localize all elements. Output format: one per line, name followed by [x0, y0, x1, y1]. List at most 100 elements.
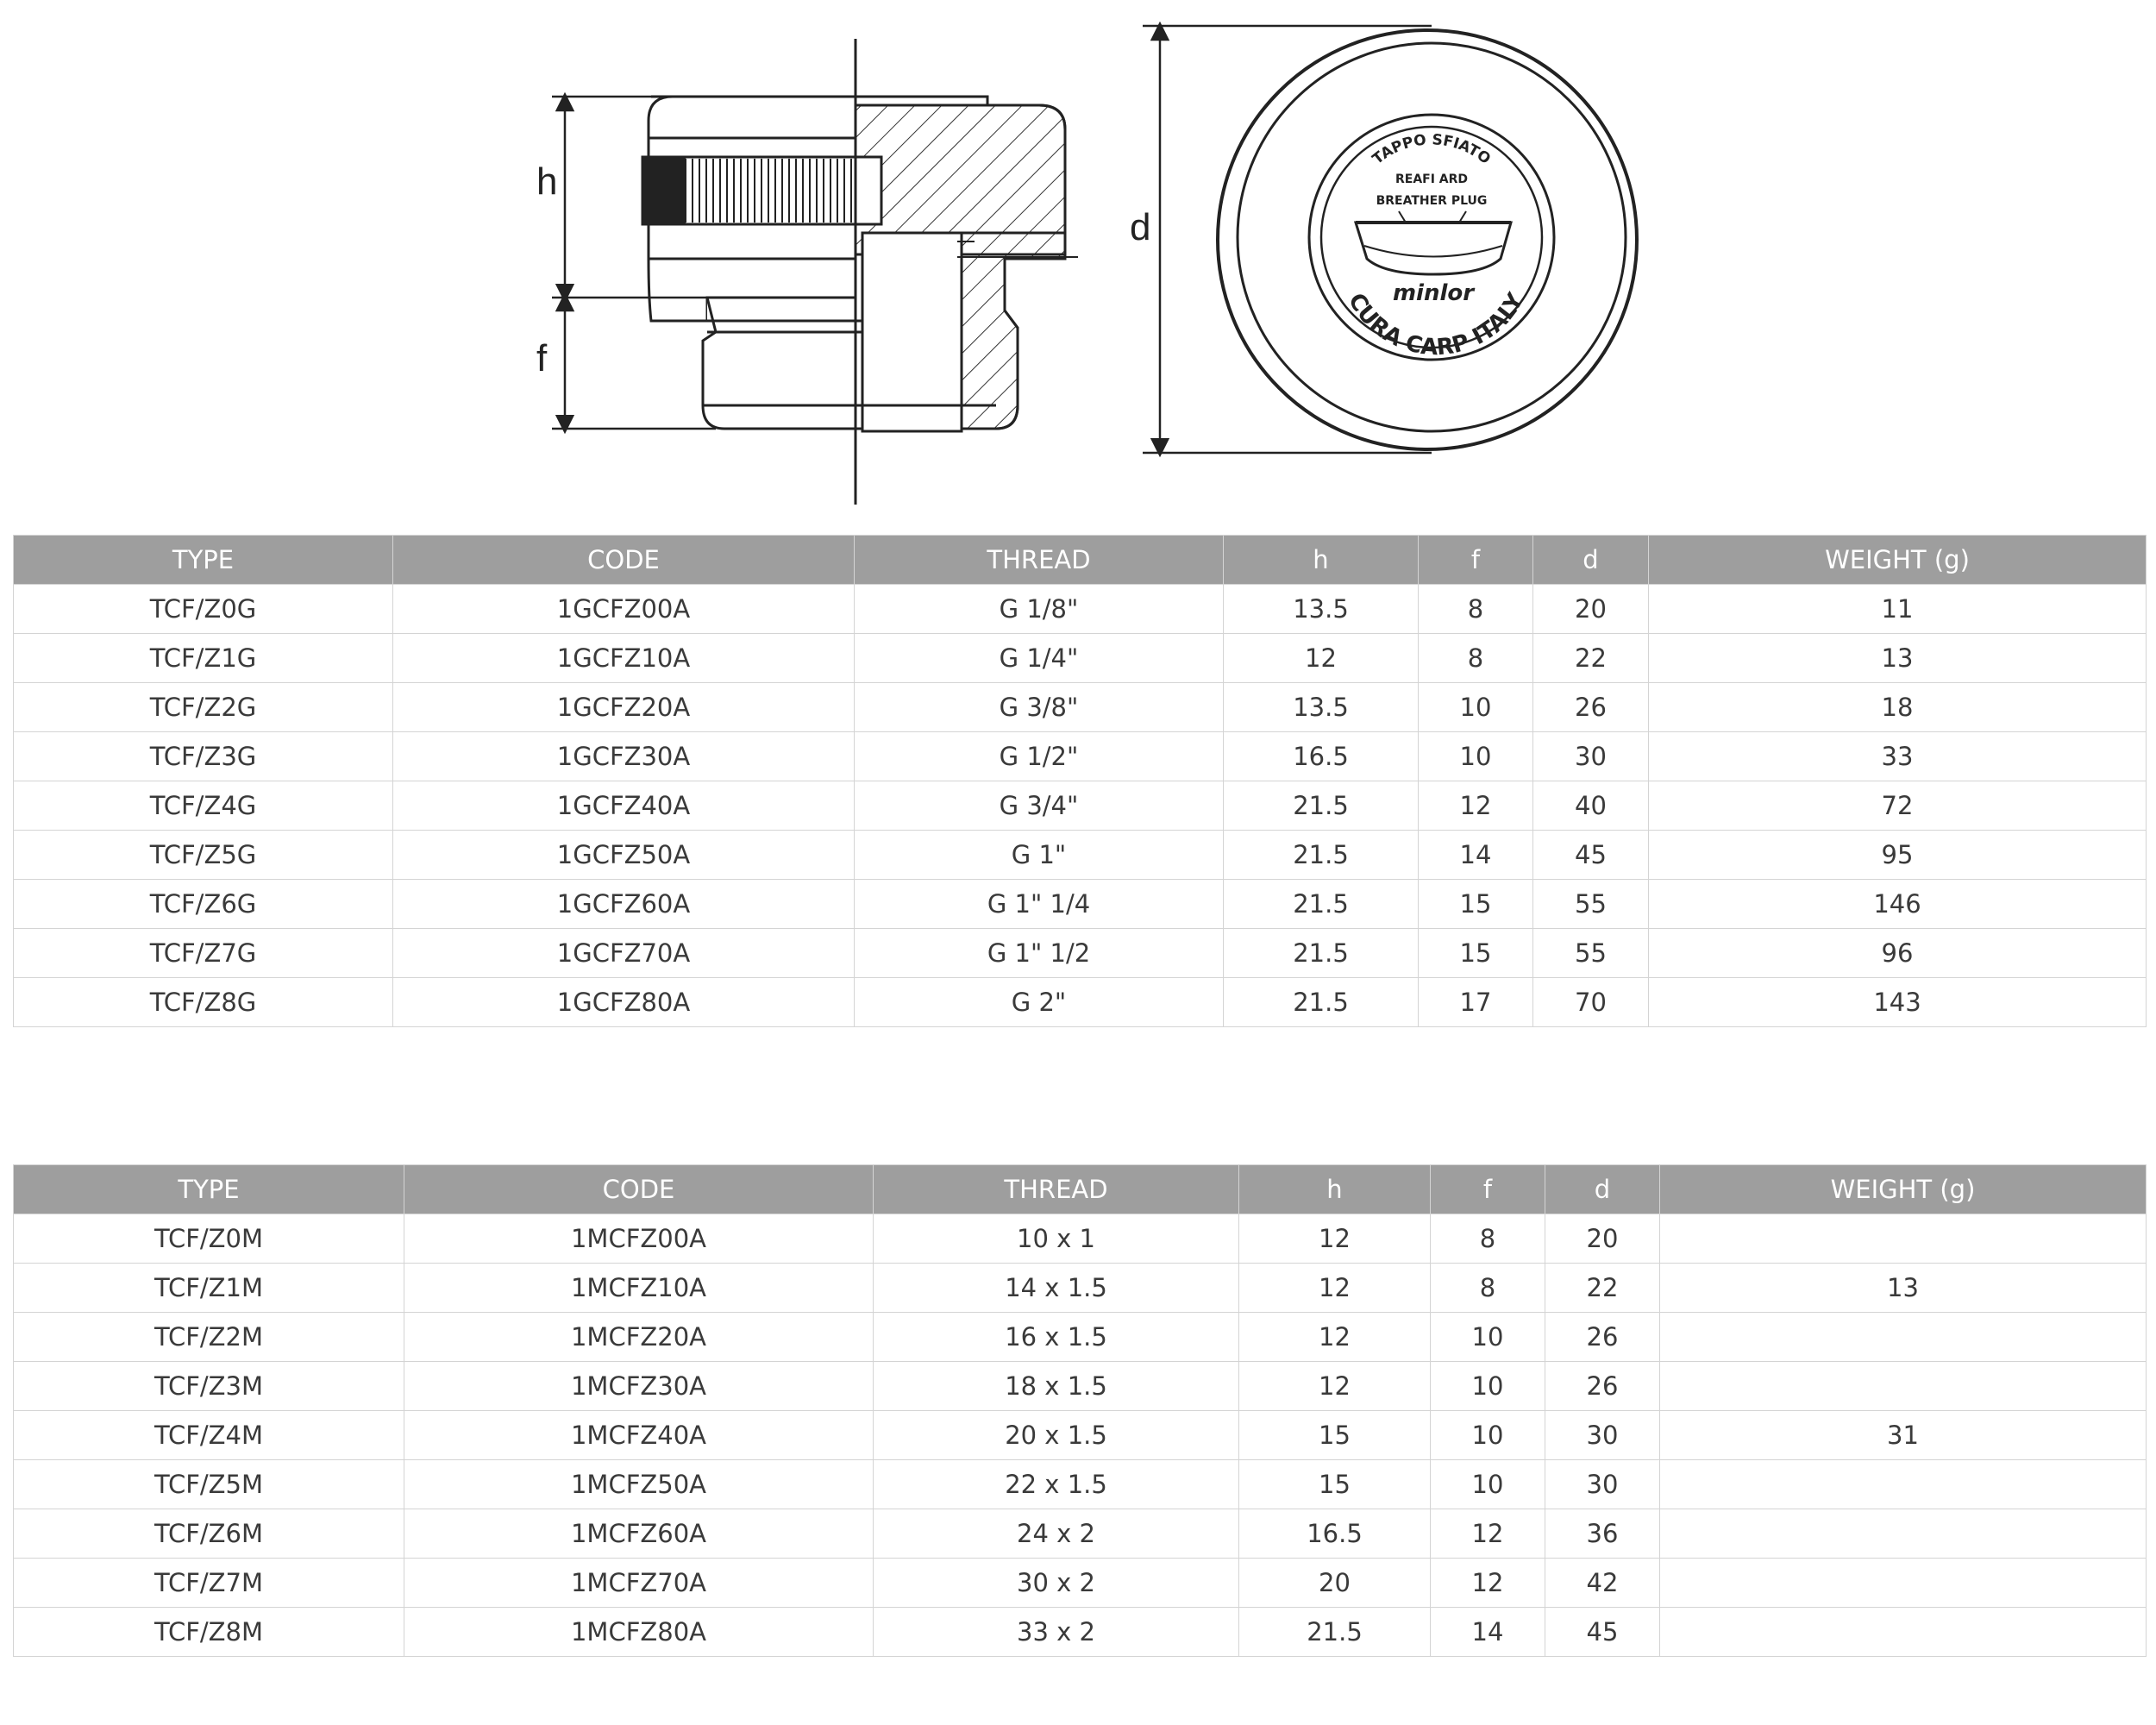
- dimension-lines-top: [1143, 21, 1432, 458]
- dimension-lines-side: [552, 91, 716, 435]
- knurl-pattern: [685, 159, 880, 223]
- table-cell: [1659, 1607, 2147, 1657]
- column-header: TYPE: [13, 1164, 404, 1214]
- column-header: d: [1532, 535, 1649, 585]
- table-cell: TCF/Z2M: [13, 1312, 404, 1362]
- table-cell: 30 x 2: [873, 1558, 1239, 1608]
- table-cell: TCF/Z6G: [13, 879, 393, 929]
- table-cell: TCF/Z5G: [13, 830, 393, 880]
- table-cell: 10: [1430, 1361, 1545, 1411]
- table-cell: 8: [1430, 1214, 1545, 1264]
- table-cell: 1MCFZ00A: [404, 1214, 874, 1264]
- table-cell: G 3/4": [854, 781, 1224, 831]
- table-cell: 13.5: [1223, 682, 1419, 732]
- table-cell: 14 x 1.5: [873, 1263, 1239, 1313]
- column-header: WEIGHT (g): [1659, 1164, 2147, 1214]
- table-cell: 96: [1648, 928, 2147, 978]
- table-cell: 1GCFZ10A: [392, 633, 855, 683]
- column-header: CODE: [392, 535, 855, 585]
- table-cell: 12: [1418, 781, 1533, 831]
- table-cell: 22: [1532, 633, 1649, 683]
- dim-label-d: d: [1130, 206, 1150, 248]
- table-cell: 42: [1545, 1558, 1660, 1608]
- table-cell: 10 x 1: [873, 1214, 1239, 1264]
- table-cell: 1GCFZ70A: [392, 928, 855, 978]
- table-cell: 18 x 1.5: [873, 1361, 1239, 1411]
- column-header: THREAD: [873, 1164, 1239, 1214]
- table-cell: 26: [1532, 682, 1649, 732]
- table-cell: 15: [1418, 879, 1533, 929]
- table-cell: 16.5: [1238, 1509, 1431, 1559]
- table-cell: 15: [1418, 928, 1533, 978]
- table-cell: 1MCFZ80A: [404, 1607, 874, 1657]
- table-cell: 146: [1648, 879, 2147, 929]
- table-cell: 16 x 1.5: [873, 1312, 1239, 1362]
- table-cell: 1MCFZ50A: [404, 1459, 874, 1509]
- table-cell: 13: [1648, 633, 2147, 683]
- table-cell: TCF/Z0M: [13, 1214, 404, 1264]
- table-cell: G 3/8": [854, 682, 1224, 732]
- table-cell: TCF/Z4G: [13, 781, 393, 831]
- table-cell: 1GCFZ40A: [392, 781, 855, 831]
- table-cell: TCF/Z5M: [13, 1459, 404, 1509]
- table-cell: 14: [1418, 830, 1533, 880]
- column-header: WEIGHT (g): [1648, 535, 2147, 585]
- table-cell: 36: [1545, 1509, 1660, 1559]
- table-cell: 21.5: [1223, 977, 1419, 1027]
- table-cell: G 1/8": [854, 584, 1224, 634]
- table-cell: G 2": [854, 977, 1224, 1027]
- table-cell: 14: [1430, 1607, 1545, 1657]
- table-cell: 12: [1238, 1361, 1431, 1411]
- table-cell: 45: [1532, 830, 1649, 880]
- seal-brand: minlor: [1393, 280, 1476, 306]
- table-cell: [1659, 1312, 2147, 1362]
- table-cell: 8: [1418, 584, 1533, 634]
- table-cell: TCF/Z7G: [13, 928, 393, 978]
- table-cell: 95: [1648, 830, 2147, 880]
- table-cell: 22: [1545, 1263, 1660, 1313]
- table-cell: [1659, 1361, 2147, 1411]
- table-cell: 10: [1418, 682, 1533, 732]
- table-cell: 30: [1545, 1459, 1660, 1509]
- table-cell: [1659, 1509, 2147, 1559]
- table-cell: 1GCFZ30A: [392, 731, 855, 781]
- top-view: [1216, 28, 1639, 451]
- table-cell: TCF/Z6M: [13, 1509, 404, 1559]
- table-cell: 12: [1430, 1558, 1545, 1608]
- table-cell: 15: [1238, 1410, 1431, 1460]
- table-cell: 15: [1238, 1459, 1431, 1509]
- table-cell: 12: [1430, 1509, 1545, 1559]
- table-cell: 12: [1223, 633, 1419, 683]
- table-cell: 20: [1532, 584, 1649, 634]
- table-cell: 18: [1648, 682, 2147, 732]
- table-cell: TCF/Z0G: [13, 584, 393, 634]
- table-cell: G 1" 1/2: [854, 928, 1224, 978]
- column-header: CODE: [404, 1164, 874, 1214]
- seal-line3: BREATHER PLUG: [1376, 194, 1488, 208]
- table-cell: 1MCFZ20A: [404, 1312, 874, 1362]
- table-cell: 1GCFZ80A: [392, 977, 855, 1027]
- table-cell: TCF/Z3G: [13, 731, 393, 781]
- table-cell: 21.5: [1223, 879, 1419, 929]
- table-cell: [1659, 1214, 2147, 1264]
- seal-line2: REAFI ARD: [1395, 172, 1468, 186]
- table-cell: TCF/Z7M: [13, 1558, 404, 1608]
- table-cell: 1MCFZ60A: [404, 1509, 874, 1559]
- table-cell: 31: [1659, 1410, 2147, 1460]
- table-cell: [1659, 1558, 2147, 1608]
- table-cell: 21.5: [1238, 1607, 1431, 1657]
